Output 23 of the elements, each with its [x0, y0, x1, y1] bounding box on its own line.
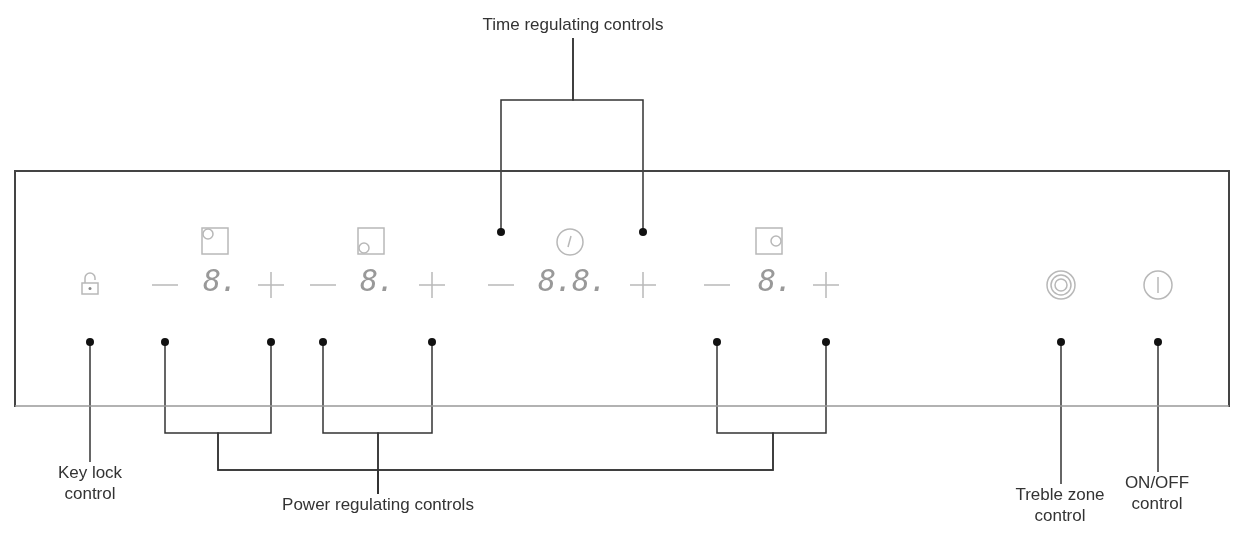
digit-display: 8.8.	[538, 264, 607, 298]
plus-icon	[630, 272, 656, 298]
callout-label: Power regulating controls	[268, 494, 488, 518]
rings-icon	[1046, 270, 1076, 300]
leader-line	[86, 338, 94, 463]
plus-icon	[419, 272, 445, 298]
minus-icon	[488, 283, 514, 287]
leader-line	[572, 37, 647, 236]
lock-icon	[81, 273, 99, 295]
minus-icon	[704, 283, 730, 287]
minus-icon	[152, 283, 178, 287]
power-icon	[1143, 270, 1173, 300]
leader-line	[1057, 338, 1065, 485]
callout-label: Time regulating controls	[463, 14, 683, 38]
control-panel	[14, 170, 1230, 407]
digit-display: 8.	[203, 264, 238, 298]
callout-label: Key lock control	[40, 462, 140, 506]
digit-display: 8.	[360, 264, 395, 298]
digit-display: 8.	[758, 264, 793, 298]
minus-icon	[310, 283, 336, 287]
plus-icon	[258, 272, 284, 298]
plus-icon	[813, 272, 839, 298]
leader-line	[1154, 338, 1162, 473]
